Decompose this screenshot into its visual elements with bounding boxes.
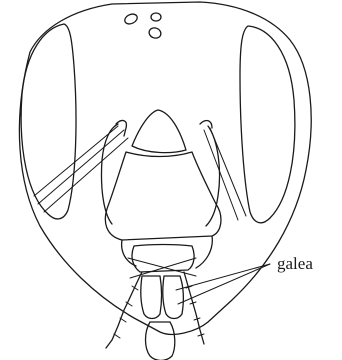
head-capsule <box>19 2 311 334</box>
left-antenna <box>34 126 128 212</box>
right-antenna-socket <box>200 121 212 128</box>
galea-left <box>141 276 162 319</box>
ocellus-left <box>123 12 139 26</box>
right-compound-eye <box>240 26 295 223</box>
clypeus <box>132 110 186 153</box>
galea-leader-line-lower <box>178 264 270 304</box>
ocellus-middle <box>151 13 161 21</box>
left-mandible <box>122 240 136 266</box>
left-antenna-base <box>101 124 118 224</box>
left-palp-segments <box>114 286 138 338</box>
left-maxillary-palp <box>106 272 142 348</box>
ocellus-right <box>148 26 163 40</box>
right-mandible <box>196 236 212 268</box>
galea-right <box>163 276 184 319</box>
right-antenna <box>204 128 246 220</box>
glossa <box>146 322 175 360</box>
left-antenna-socket <box>116 121 126 136</box>
labrum <box>105 152 221 240</box>
galea-label: galea <box>277 254 313 273</box>
